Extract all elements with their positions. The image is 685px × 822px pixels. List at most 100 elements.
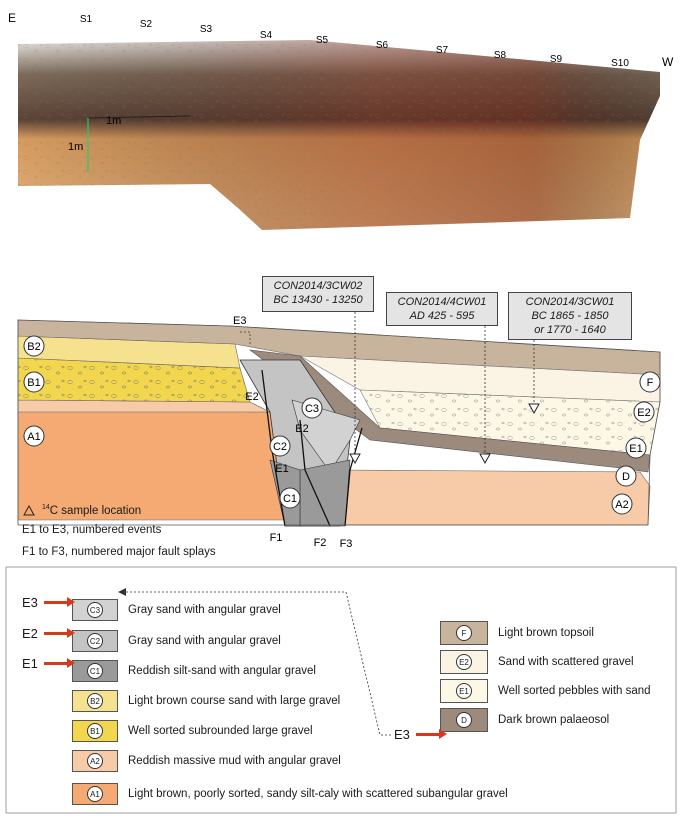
legend-item-c1: C1 Reddish silt-sand with angular gravel (72, 660, 316, 682)
legend-item-e1: E1 Well sorted pebbles with sand (440, 679, 651, 703)
sample-id: CON2014/4CW01 (391, 295, 493, 309)
legend-label: Light brown topsoil (498, 627, 594, 639)
legend-label: Gray sand with angular gravel (128, 635, 281, 647)
legend-swatch: F (440, 621, 488, 645)
station-label: S9 (550, 54, 563, 65)
legend-item-c3: C3 Gray sand with angular gravel (72, 599, 281, 621)
unit-label: C3 (305, 403, 319, 415)
legend-code: E1 (456, 683, 472, 699)
station-label: S10 (611, 58, 629, 69)
event-tag: E3 (22, 595, 68, 610)
event-tag: E2 (22, 626, 68, 641)
legend-item-d: D Dark brown palaeosol (440, 708, 609, 732)
scale-horizontal: 1m (106, 115, 121, 127)
red-arrow-icon (44, 601, 68, 604)
event-tag-label: E2 (22, 626, 38, 641)
station-label: S4 (260, 30, 273, 41)
sample-age: AD 425 - 595 (391, 309, 493, 323)
unit-label: A2 (615, 499, 628, 511)
legend-label: Light brown, poorly sorted, sandy silt-c… (128, 788, 508, 800)
legend-item-e2: E2 Sand with scattered gravel (440, 650, 634, 674)
legend-swatch: A2 (72, 750, 118, 772)
unit-label: F (647, 377, 654, 389)
legend-e3-tag: E3 (394, 727, 440, 742)
event-e3-label: E3 (233, 315, 246, 327)
station-label: S8 (494, 50, 507, 61)
legend-code: B1 (87, 723, 103, 739)
legend-code: D (456, 712, 472, 728)
legend-label: Well sorted pebbles with sand (498, 685, 651, 697)
legend-swatch: C1 (72, 660, 118, 682)
event-tag-label: E3 (22, 595, 38, 610)
legend-item-b2: B2 Light brown course sand with large gra… (72, 690, 340, 712)
unit-label: B2 (27, 341, 40, 353)
legend-swatch: D (440, 708, 488, 732)
sample-id: CON2014/3CW01 (513, 295, 627, 309)
note-faults: F1 to F3, numbered major fault splays (22, 546, 216, 558)
legend-swatch: A1 (72, 783, 118, 805)
cross-section (18, 320, 660, 526)
legend-label: Sand with scattered gravel (498, 656, 634, 668)
unit-label: E2 (637, 407, 650, 419)
unit-label: E2 (245, 391, 258, 403)
unit-label: A1 (27, 431, 40, 443)
legend-code: E2 (456, 654, 472, 670)
fault-label: F1 (270, 532, 283, 544)
sample-age-alt: or 1770 - 1640 (513, 323, 627, 337)
sample-age: BC 1865 - 1850 (513, 309, 627, 323)
legend-code: B2 (87, 693, 103, 709)
legend-item-c2: C2 Gray sand with angular gravel (72, 630, 281, 652)
legend-code: C2 (87, 633, 103, 649)
legend-swatch: E2 (440, 650, 488, 674)
legend-label: Reddish silt-sand with angular gravel (128, 665, 316, 677)
legend-code: F (456, 625, 472, 641)
fault-label: F3 (340, 538, 353, 550)
legend-swatch: C3 (72, 599, 118, 621)
legend-label: Reddish massive mud with angular gravel (128, 755, 341, 767)
sample-id: CON2014/3CW02 (267, 279, 369, 293)
fault-labels: F1 F2 F3 (270, 532, 353, 550)
legend-item-a1: A1 Light brown, poorly sorted, sandy silt… (72, 783, 508, 805)
station-label: S7 (436, 45, 449, 56)
unit-label: E2 (295, 423, 308, 435)
red-arrow-icon (44, 632, 68, 635)
legend-label: Well sorted subrounded large gravel (128, 725, 313, 737)
legend-code: A1 (87, 786, 103, 802)
legend-swatch: E1 (440, 679, 488, 703)
scale-vertical: 1m (68, 141, 83, 153)
legend-label: Gray sand with angular gravel (128, 604, 281, 616)
event-tag-label: E3 (394, 727, 410, 742)
unit-label: B1 (27, 377, 40, 389)
unit-label: D (622, 471, 630, 483)
station-label: S3 (200, 24, 213, 35)
sample-triangle (350, 454, 360, 463)
station-label: S5 (316, 35, 329, 46)
station-label: S1 (80, 14, 93, 25)
legend-item-f: F Light brown topsoil (440, 621, 594, 645)
sample-age: BC 13430 - 13250 (267, 293, 369, 307)
station-label: S2 (140, 19, 153, 30)
red-arrow-icon (416, 733, 440, 736)
legend-label: Light brown course sand with large grave… (128, 695, 340, 707)
legend-item-a2: A2 Reddish massive mud with angular grave… (72, 750, 341, 772)
unit-label: C2 (273, 441, 287, 453)
west-label: W (662, 55, 674, 69)
note-sample-location: 14C sample location (42, 504, 141, 517)
fault-label: F2 (314, 537, 327, 549)
legend-label: Dark brown palaeosol (498, 714, 609, 726)
unit-label: C1 (283, 493, 297, 505)
legend-item-b1: B1 Well sorted subrounded large gravel (72, 720, 313, 742)
legend-code: C1 (87, 663, 103, 679)
unit-label: E1 (629, 443, 642, 455)
sample-triangle (480, 454, 490, 463)
sample-box-3cw02: CON2014/3CW02 BC 13430 - 13250 (262, 276, 374, 312)
trench-photo (18, 40, 660, 230)
event-tag: E1 (22, 656, 68, 671)
legend-swatch: B2 (72, 690, 118, 712)
red-arrow-icon (44, 662, 68, 665)
legend-code: C3 (87, 602, 103, 618)
legend-swatch: C2 (72, 630, 118, 652)
sample-box-3cw01: CON2014/3CW01 BC 1865 - 1850 or 1770 - 1… (508, 292, 632, 340)
event-tag-label: E1 (22, 656, 38, 671)
station-label: S6 (376, 40, 389, 51)
